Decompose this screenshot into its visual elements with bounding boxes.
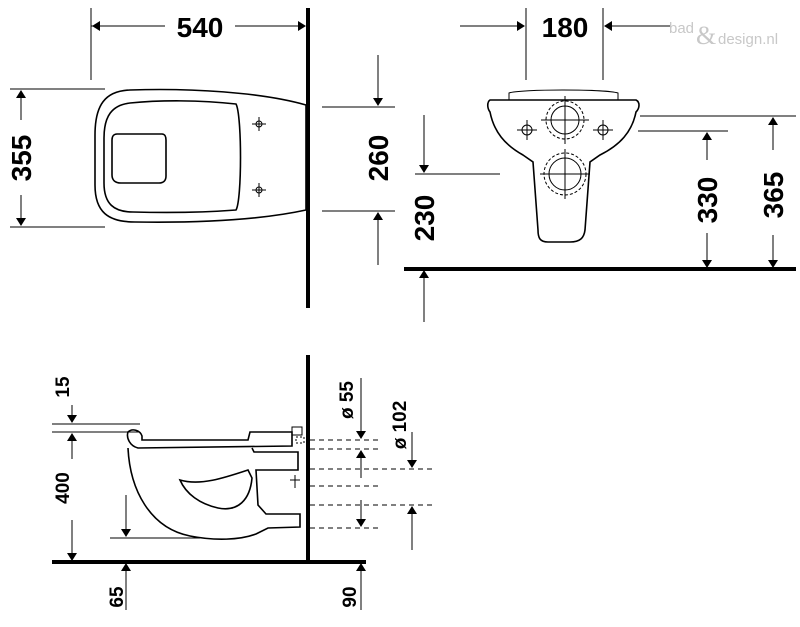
side-view-pan-height-dimension: 400 [53,452,77,561]
front-view-outlet-height-dimension: 230 [409,115,500,322]
watermark-prefix: bad [669,20,694,37]
front-view-rim-height-dimension: 365 [640,115,796,268]
front-view-width-label: 180 [542,12,589,43]
side-view-bottom-clearance-dimension: 65 [107,563,131,610]
front-view-rim-height-label: 365 [758,172,789,219]
side-view: 15 400 65 ø 55 ø 102 [52,355,432,610]
side-view-outlet-height-label: 90 [340,586,361,607]
top-view-well [111,133,167,184]
side-view-outlet-diameter-dimension: ø 102 [390,401,417,550]
front-view-fixing-height-label: 260 [363,135,394,182]
front-view-outlet-height-label: 230 [409,195,440,242]
side-view-bowl-outline [127,447,301,540]
top-view-bowl-outline [94,88,307,223]
top-view-depth-label: 355 [6,135,37,182]
top-view-fixing-points [252,117,266,197]
side-view-reference-lines [310,439,432,529]
front-view-width-dimension: 180 [460,8,670,80]
front-view: 180 260 230 330 365 [322,8,796,322]
side-view-trap [178,469,253,510]
side-view-connectors [262,426,305,488]
watermark-suffix: design.nl [718,31,778,48]
top-view-width-label: 540 [177,12,224,43]
side-view-seat-offset-dimension: 15 [52,376,140,452]
watermark: bad & design.nl [669,20,778,50]
side-view-bottom-clearance-label: 65 [107,586,128,608]
side-view-bowl-depth-marker [110,495,200,539]
front-view-fixing-height-dimension: 260 [322,55,395,265]
front-view-pan-height-dimension: 330 [638,130,728,268]
side-view-inlet-diameter-dimension: ø 55 [337,378,366,478]
top-view-depth-dimension: 355 [6,88,105,228]
side-view-outlet-diameter-label: ø 102 [390,401,411,450]
side-view-outlet-height-dimension: 90 [340,500,366,610]
front-view-outlet-circle [540,149,590,199]
front-view-pan-height-label: 330 [692,177,723,224]
front-view-seat [508,89,619,101]
top-view-width-dimension: 540 [90,8,306,80]
top-view-rim [103,100,242,214]
side-view-inlet-diameter-label: ø 55 [337,381,358,419]
top-view: 540 355 [6,8,310,308]
side-view-seat-offset-label: 15 [53,376,74,398]
side-view-pan-height-label: 400 [53,472,74,504]
front-view-bowl-outline [486,99,640,243]
front-view-inlet-circle [541,96,589,144]
watermark-ampersand: & [696,21,716,50]
front-view-fixing-bolts [517,120,613,140]
side-view-seat [126,429,293,449]
